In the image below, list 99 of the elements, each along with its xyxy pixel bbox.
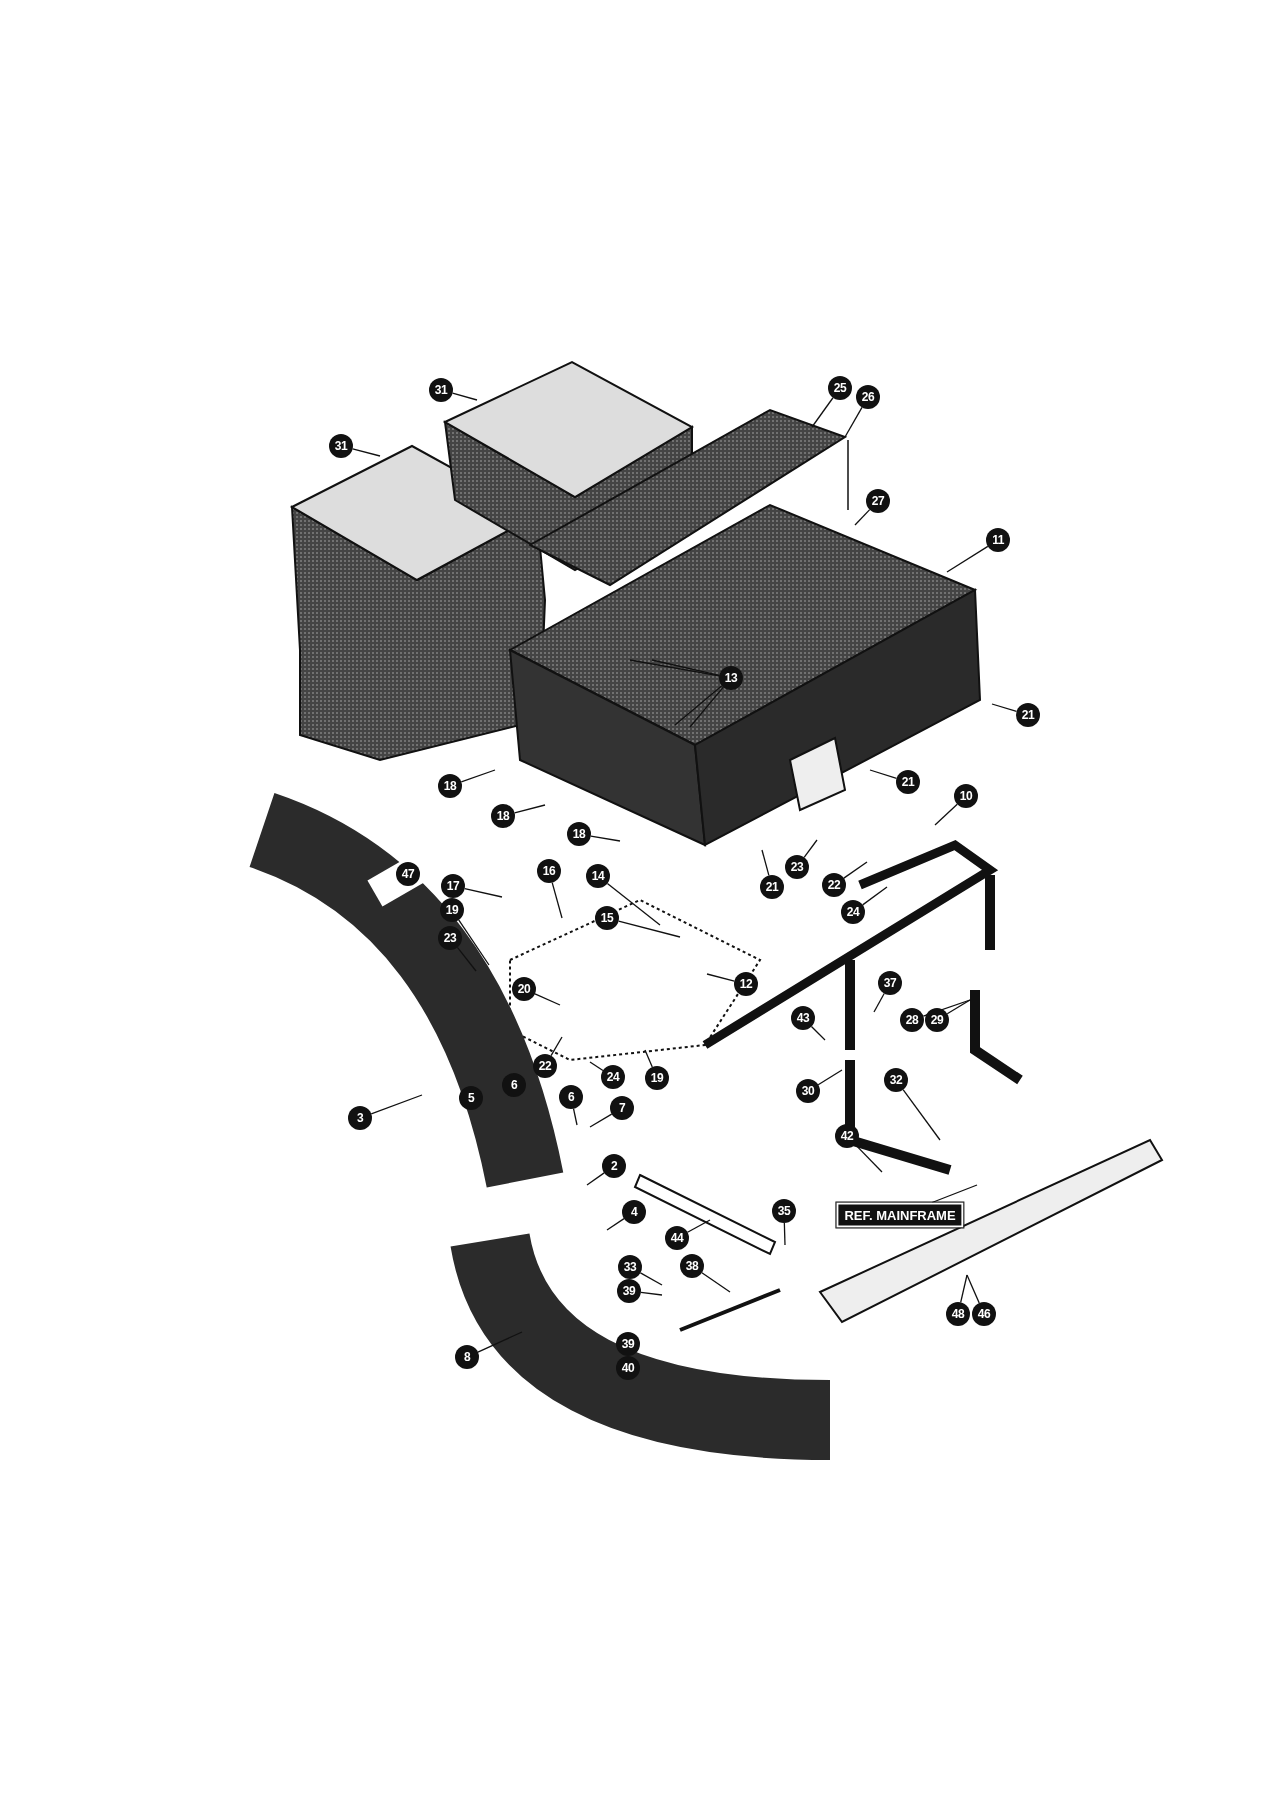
callout-number: 32 — [884, 1068, 908, 1092]
leader-line — [651, 659, 720, 676]
callout-number: 27 — [866, 489, 890, 513]
callout-number: 24 — [841, 900, 865, 924]
leader-line — [869, 769, 898, 780]
callout-number: 4 — [622, 1200, 646, 1224]
leader-line — [464, 888, 503, 898]
callout-number: 18 — [567, 822, 591, 846]
callout-number: 12 — [734, 972, 758, 996]
callout-number: 21 — [896, 770, 920, 794]
callout-number: 35 — [772, 1199, 796, 1223]
callout-number: 37 — [878, 971, 902, 995]
callout-number: 10 — [954, 784, 978, 808]
callout-number: 48 — [946, 1302, 970, 1326]
callout-number: 22 — [533, 1054, 557, 1078]
leader-line — [629, 659, 720, 677]
leader-line — [351, 448, 381, 457]
leader-line — [590, 835, 621, 842]
callout-number: 18 — [491, 804, 515, 828]
callout-number: 20 — [512, 977, 536, 1001]
callout-number: 46 — [972, 1302, 996, 1326]
callout-number: 43 — [791, 1006, 815, 1030]
leader-line — [873, 992, 885, 1013]
leader-line — [534, 993, 561, 1006]
leader-line — [589, 1061, 604, 1072]
leader-line — [803, 839, 818, 858]
leader-line — [686, 1219, 711, 1233]
leader-line — [606, 882, 661, 926]
callout-number: 7 — [610, 1096, 634, 1120]
callout-number: 14 — [586, 864, 610, 888]
leader-line — [783, 1222, 786, 1246]
callout-number: 6 — [559, 1085, 583, 1109]
callout-number: 24 — [601, 1065, 625, 1089]
leader-line — [572, 1108, 578, 1126]
leader-line — [922, 999, 971, 1017]
leader-line — [451, 392, 478, 401]
leader-line — [606, 1218, 625, 1231]
callout-number: 19 — [440, 898, 464, 922]
callout-number: 29 — [925, 1008, 949, 1032]
leader-line — [854, 509, 871, 526]
leader-line — [689, 686, 724, 728]
leader-line — [844, 406, 863, 438]
callout-number: 23 — [785, 855, 809, 879]
reference-label: REF. MAINFRAME — [836, 1202, 964, 1228]
callout-number: 18 — [438, 774, 462, 798]
callout-number: 17 — [441, 874, 465, 898]
callout-number: 33 — [618, 1255, 642, 1279]
leader-line — [640, 1291, 663, 1296]
callout-number: 30 — [796, 1079, 820, 1103]
leader-line — [550, 1036, 563, 1057]
callout-number: 5 — [459, 1086, 483, 1110]
callout-number: 39 — [617, 1279, 641, 1303]
leader-line — [843, 861, 868, 879]
callout-number: 42 — [835, 1124, 859, 1148]
leader-line — [862, 886, 888, 906]
leader-line — [513, 804, 546, 814]
callout-number: 44 — [665, 1226, 689, 1250]
leader-line — [586, 1172, 605, 1186]
callout-number: 3 — [348, 1106, 372, 1130]
leader-line — [589, 1113, 613, 1128]
leader-line — [946, 545, 989, 573]
leader-line — [902, 1089, 941, 1141]
leader-line — [701, 1272, 731, 1293]
leader-line — [370, 1094, 423, 1115]
callout-number: 21 — [760, 875, 784, 899]
leader-line — [811, 397, 834, 428]
callout-number: 39 — [616, 1332, 640, 1356]
callout-number: 38 — [680, 1254, 704, 1278]
callout-number: 8 — [455, 1345, 479, 1369]
callout-number: 31 — [329, 434, 353, 458]
leader-line — [460, 769, 496, 783]
leader-line — [639, 1272, 663, 1286]
callout-number: 31 — [429, 378, 453, 402]
leader-line — [817, 1069, 843, 1086]
leader-line — [934, 803, 958, 826]
leader-line — [674, 685, 723, 726]
callout-number: 28 — [900, 1008, 924, 1032]
leader-line — [458, 919, 490, 966]
callout-number: 26 — [856, 385, 880, 409]
leader-line — [706, 973, 736, 982]
leader-line — [991, 703, 1018, 713]
callout-number: 21 — [1016, 703, 1040, 727]
leader-line — [966, 1274, 980, 1304]
leader-line — [644, 1049, 653, 1068]
leader-line — [477, 1331, 523, 1353]
callout-number: 22 — [822, 873, 846, 897]
leader-line — [456, 946, 477, 972]
callout-number: 25 — [828, 376, 852, 400]
callout-number: 16 — [537, 859, 561, 883]
callout-number: 15 — [595, 906, 619, 930]
callout-number: 2 — [602, 1154, 626, 1178]
leader-line — [810, 1025, 826, 1041]
leader-line — [761, 849, 770, 877]
leader-line — [960, 1274, 968, 1303]
callout-number: 11 — [986, 528, 1010, 552]
callout-number: 19 — [645, 1066, 669, 1090]
leader-line — [617, 920, 681, 938]
leader-line — [551, 881, 563, 919]
leader-line — [946, 999, 971, 1015]
